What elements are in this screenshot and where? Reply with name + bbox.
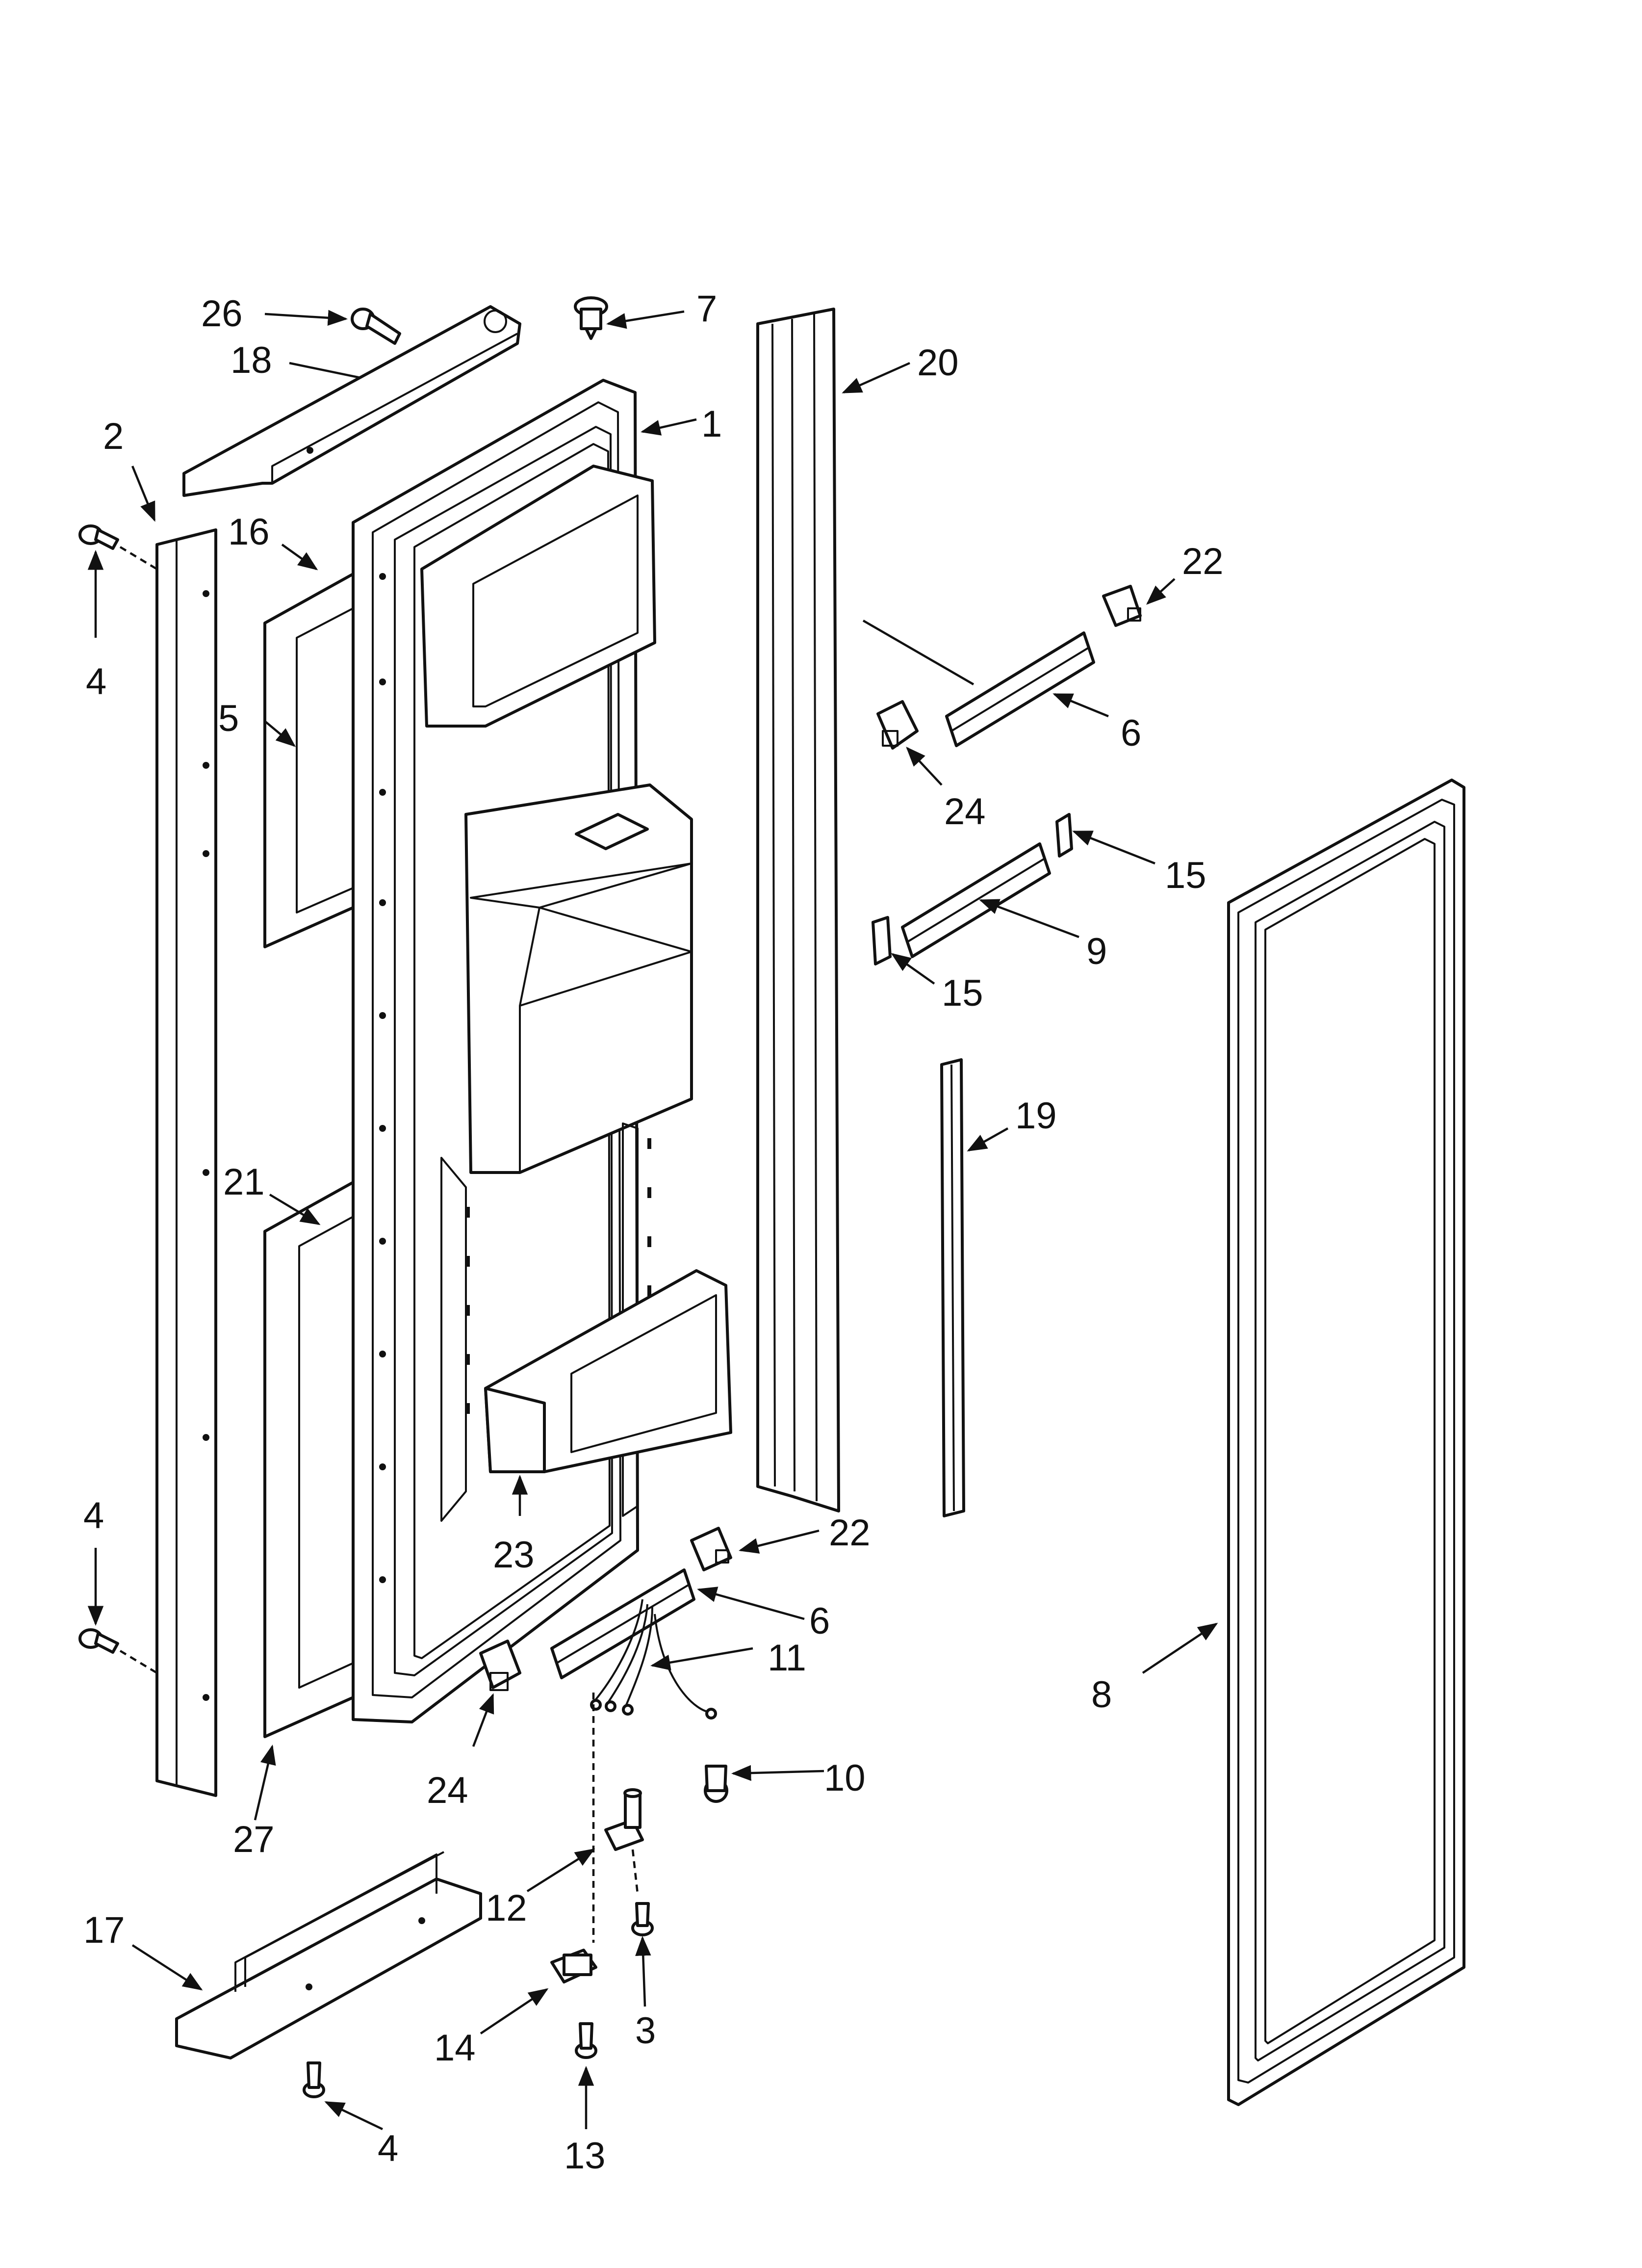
callout-20: 20 [917, 342, 959, 384]
callout-15-upper: 15 [1165, 855, 1206, 896]
part-12-hinge-pin [604, 1788, 644, 1851]
part-15-stop-lower [872, 916, 892, 965]
callout-4-bottom: 4 [378, 2128, 398, 2169]
part-6-rail-upper [945, 631, 1095, 747]
callout-11: 11 [768, 1637, 806, 1679]
part-19-thin-strip [940, 1058, 965, 1517]
part-17-bottom-cap [175, 1851, 482, 2059]
part-10-screw [704, 1765, 728, 1803]
callout-5: 5 [218, 698, 239, 739]
leader-arrows [87, 310, 1218, 2131]
part-1-door-liner [352, 379, 732, 1723]
part-16-5-upper-panel [263, 573, 355, 948]
part-6-rail-lower [550, 1568, 695, 1679]
callout-22-upper: 22 [1182, 541, 1224, 582]
callout-labels: 26 18 7 1 20 2 16 4 22 5 6 24 15 9 15 19… [83, 288, 1224, 2177]
part-4-screw-upper [78, 524, 119, 550]
callout-21: 21 [223, 1161, 265, 1203]
callout-12: 12 [486, 1887, 527, 1929]
part-4-screw-lower [78, 1628, 119, 1654]
callout-13: 13 [564, 2135, 606, 2177]
callout-16: 16 [228, 511, 270, 553]
part-13-screw [575, 2022, 597, 2059]
callout-6-upper: 6 [1121, 712, 1141, 754]
callout-2: 2 [103, 416, 124, 457]
leader-line [862, 620, 975, 685]
callout-4-lower: 4 [83, 1495, 104, 1537]
part-20-vertical-strip [756, 308, 840, 1512]
callout-14: 14 [434, 2027, 476, 2069]
part-7-plug [574, 296, 608, 340]
callout-26: 26 [201, 293, 243, 335]
dashed-line [119, 1650, 158, 1674]
part-24-bracket-lower [479, 1640, 521, 1691]
part-4-screw-bottom [303, 2061, 325, 2098]
part-8-door-gasket [1227, 779, 1465, 2106]
callout-19: 19 [1015, 1095, 1057, 1137]
part-24-bracket-upper [876, 700, 919, 750]
part-15-stop-upper [1055, 813, 1073, 858]
callout-1: 1 [701, 403, 722, 445]
liner-inner-slots [466, 1138, 651, 1414]
callout-7: 7 [696, 288, 717, 330]
callout-8: 8 [1091, 1674, 1112, 1716]
callout-17: 17 [83, 1909, 125, 1951]
part-22-clip-lower [690, 1527, 732, 1571]
liner-hinge-holes [379, 573, 386, 1583]
part-26-screw [351, 308, 401, 345]
part-22-clip-upper [1102, 585, 1142, 627]
callout-3: 3 [635, 2010, 656, 2052]
callout-15-lower: 15 [942, 972, 983, 1014]
part-3-screw [631, 1902, 654, 1936]
dashed-line [631, 1849, 639, 1894]
callout-22-lower: 22 [829, 1512, 871, 1554]
callout-10: 10 [824, 1757, 866, 1799]
callout-24-upper: 24 [944, 791, 986, 833]
part-11-wire-harness [590, 1599, 717, 1720]
dashed-line [119, 546, 158, 570]
part-21-27-lower-panel [263, 1181, 355, 1738]
callout-4-upper: 4 [86, 661, 106, 703]
callout-18: 18 [231, 339, 272, 381]
callout-23: 23 [493, 1534, 535, 1576]
part-2-trim-strip [155, 528, 217, 1797]
callout-24-lower: 24 [427, 1770, 468, 1811]
part-14-hinge-block [550, 1949, 597, 1983]
callout-9: 9 [1086, 931, 1107, 972]
part-9-rail [901, 842, 1051, 958]
callout-6-lower: 6 [809, 1600, 830, 1642]
callout-27: 27 [233, 1819, 275, 1860]
part-18-top-cap [182, 305, 521, 497]
